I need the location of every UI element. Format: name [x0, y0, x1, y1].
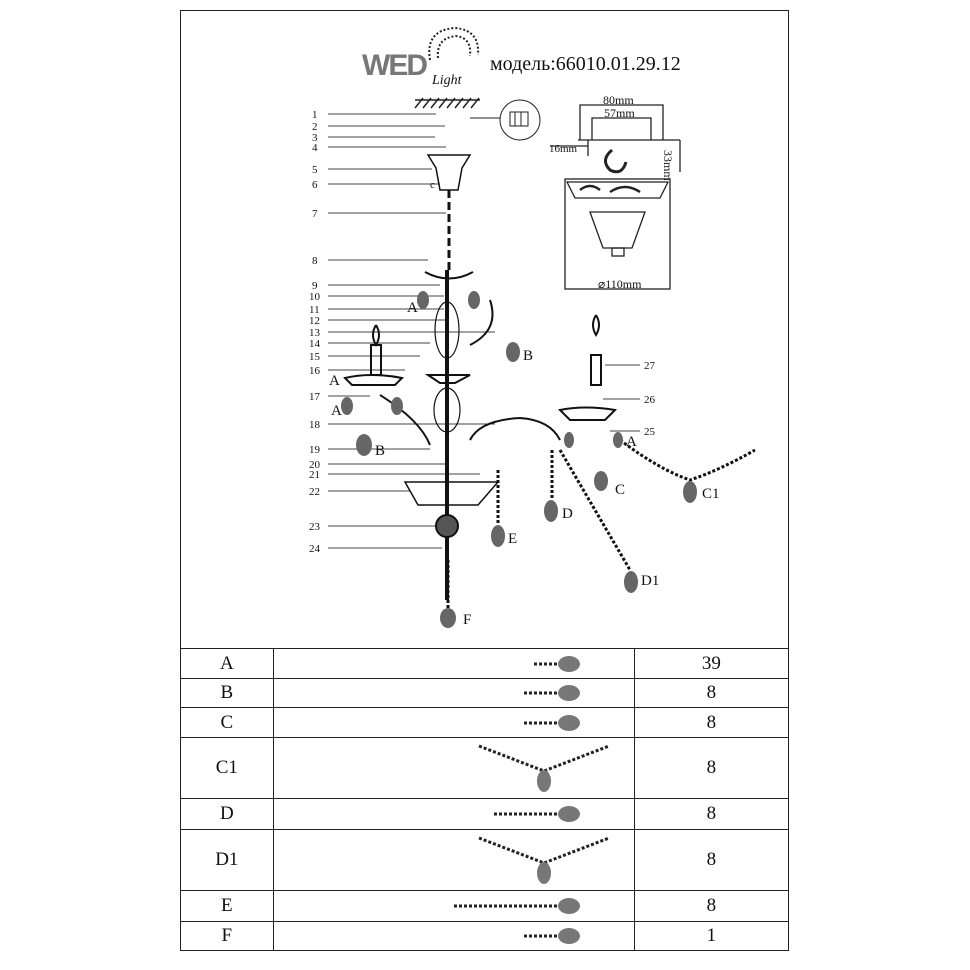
table-row: D1 8: [180, 829, 790, 891]
svg-text:9: 9: [312, 280, 318, 292]
svg-text:16: 16: [309, 365, 321, 377]
crystal-drop-longer-icon: [274, 892, 634, 921]
part-quantity: 8: [633, 798, 790, 830]
svg-text:8: 8: [312, 255, 318, 267]
part-code: D1: [180, 829, 274, 891]
table-row: C1 8: [180, 737, 790, 799]
part-quantity: 8: [633, 890, 790, 922]
part-illustration: [272, 829, 635, 891]
svg-text:C: C: [615, 482, 625, 498]
crystal-drop-long-icon: [274, 800, 634, 829]
part-illustration: [272, 890, 635, 922]
dim-width-outer: 80mm: [603, 93, 634, 107]
dim-diameter: ⌀110mm: [598, 277, 642, 291]
part-quantity: 8: [633, 678, 790, 708]
svg-text:A: A: [407, 300, 418, 316]
dim-width-inner: 57mm: [604, 106, 635, 120]
svg-text:E: E: [508, 531, 517, 547]
svg-text:25: 25: [644, 426, 656, 438]
ceiling-hatch: [414, 97, 480, 109]
svg-text:7: 7: [312, 208, 318, 220]
part-letter-labels: A B A A B A C C1 D E D1 F c: [329, 179, 720, 628]
table-row: E 8: [180, 890, 790, 922]
svg-text:A: A: [626, 434, 637, 450]
svg-text:26: 26: [644, 394, 656, 406]
svg-text:12: 12: [309, 315, 320, 327]
svg-text:22: 22: [309, 486, 320, 498]
part-illustration: [272, 678, 635, 708]
table-row: F 1: [180, 921, 790, 951]
svg-text:21: 21: [309, 469, 320, 481]
canopy-dimension-drawing: [550, 104, 681, 290]
part-code: D: [180, 798, 274, 830]
part-quantity: 1: [633, 921, 790, 951]
part-code: A: [180, 648, 274, 679]
dim-offset: 16mm: [549, 143, 578, 155]
part-code: E: [180, 890, 274, 922]
svg-text:11: 11: [309, 304, 320, 316]
svg-text:23: 23: [309, 521, 321, 533]
svg-text:14: 14: [309, 338, 321, 350]
chandelier-drawing: [341, 154, 756, 628]
svg-text:17: 17: [309, 391, 321, 403]
part-illustration: [272, 648, 635, 679]
svg-text:C1: C1: [702, 486, 720, 502]
svg-text:B: B: [523, 348, 533, 364]
part-quantity: 39: [633, 648, 790, 679]
part-code: B: [180, 678, 274, 708]
part-code: C1: [180, 737, 274, 799]
crystal-drop-flower-icon: [274, 923, 634, 950]
svg-text:10: 10: [309, 291, 321, 303]
table-row: B 8: [180, 678, 790, 708]
svg-text:3: 3: [312, 132, 318, 144]
crystal-drop-short-icon: [274, 650, 634, 678]
svg-text:A: A: [331, 403, 342, 419]
svg-text:D1: D1: [641, 573, 659, 589]
svg-text:D: D: [562, 506, 573, 522]
svg-text:6: 6: [312, 179, 318, 191]
svg-text:B: B: [375, 443, 385, 459]
part-illustration: [272, 921, 635, 951]
svg-text:4: 4: [312, 142, 318, 154]
svg-text:13: 13: [309, 327, 321, 339]
part-illustration: [272, 798, 635, 830]
svg-text:18: 18: [309, 419, 321, 431]
chandelier-assembly-diagram: WED Light модель:66010.01.29.12 80mm 57m…: [309, 26, 756, 628]
svg-text:27: 27: [644, 360, 656, 372]
model-number: модель:66010.01.29.12: [490, 53, 681, 75]
svg-text:A: A: [329, 373, 340, 389]
part-quantity: 8: [633, 829, 790, 891]
wiring-detail-icon: [499, 99, 541, 141]
crystal-swag-icon: [274, 739, 634, 798]
svg-text:c: c: [430, 179, 435, 191]
svg-text:15: 15: [309, 351, 321, 363]
dim-height: 33mm: [661, 150, 675, 181]
part-illustration: [272, 707, 635, 738]
table-row: A 39: [180, 648, 790, 679]
callout-leaders: [328, 113, 640, 549]
table-row: D 8: [180, 798, 790, 830]
part-code: F: [180, 921, 274, 951]
table-row: C 8: [180, 707, 790, 738]
part-illustration: [272, 737, 635, 799]
brand-logo: WED Light: [362, 26, 480, 88]
svg-text:24: 24: [309, 543, 321, 555]
svg-text:2: 2: [312, 121, 318, 133]
svg-text:WED: WED: [362, 49, 427, 82]
svg-text:Light: Light: [431, 73, 463, 88]
part-quantity: 8: [633, 737, 790, 799]
svg-text:F: F: [463, 612, 471, 628]
crystal-swag-icon: [274, 831, 634, 890]
crystal-drop-flower-icon: [274, 709, 634, 737]
part-code: C: [180, 707, 274, 738]
svg-text:5: 5: [312, 164, 318, 176]
crystal-drop-flower-icon: [274, 680, 634, 707]
svg-text:1: 1: [312, 109, 318, 121]
svg-text:19: 19: [309, 444, 321, 456]
instruction-sheet: [180, 10, 789, 951]
svg-text:20: 20: [309, 459, 321, 471]
part-quantity: 8: [633, 707, 790, 738]
